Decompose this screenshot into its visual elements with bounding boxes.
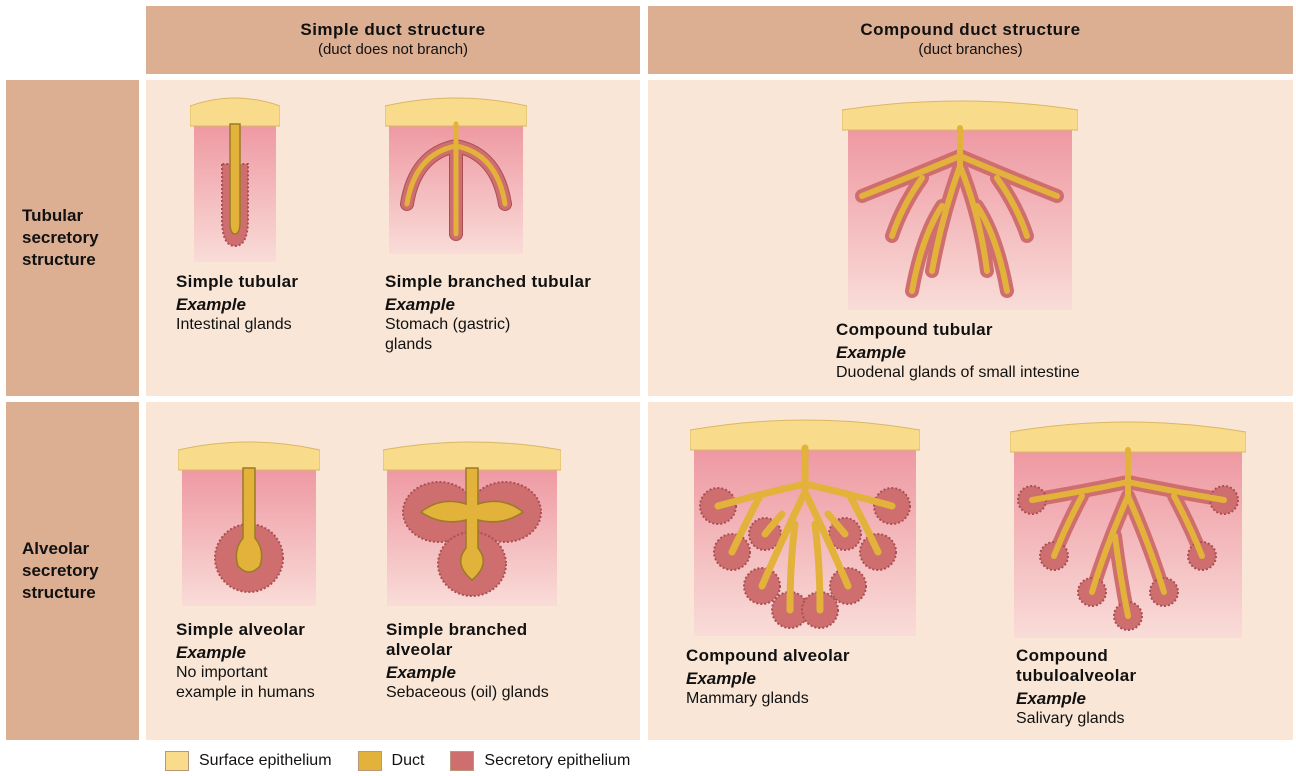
gland-name: Simple alveolar bbox=[176, 620, 376, 640]
legend-item-surface-epithelium: Surface epithelium bbox=[165, 751, 332, 771]
row-header-alveolar: Alveolar secretory structure bbox=[6, 402, 139, 740]
legend-item-duct: Duct bbox=[358, 751, 425, 771]
compound-tubular-label: Compound tubular Example Duodenal glands… bbox=[836, 320, 1236, 383]
example-heading: Example bbox=[176, 295, 376, 315]
gland-example: Stomach (gastric) glands bbox=[385, 315, 535, 355]
example-heading: Example bbox=[1016, 689, 1206, 709]
gland-example: No important example in humans bbox=[176, 663, 316, 703]
simple-tubular-label: Simple tubular Example Intestinal glands bbox=[176, 272, 376, 335]
compound-tubuloalveolar-diagram bbox=[1010, 416, 1246, 638]
gland-name: Compound alveolar bbox=[686, 646, 946, 666]
legend-swatch bbox=[358, 751, 382, 771]
row-label: Alveolar secretory structure bbox=[22, 538, 132, 604]
compound-tubular-diagram bbox=[842, 96, 1078, 310]
column-subtitle: (duct branches) bbox=[648, 40, 1293, 60]
example-heading: Example bbox=[836, 343, 1236, 363]
surface-epithelium bbox=[190, 98, 280, 126]
gland-name: Simple branched alveolar bbox=[386, 620, 596, 660]
simple-alveolar-diagram bbox=[178, 438, 320, 606]
compound-alveolar-label: Compound alveolar Example Mammary glands bbox=[686, 646, 946, 709]
legend-swatch bbox=[165, 751, 189, 771]
gland-example: Intestinal glands bbox=[176, 315, 376, 335]
simple-tubular-diagram bbox=[190, 94, 280, 262]
gland-name: Simple branched tubular bbox=[385, 272, 595, 292]
surface-epithelium bbox=[178, 442, 320, 470]
gland-example: Sebaceous (oil) glands bbox=[386, 683, 636, 703]
surface-epithelium bbox=[383, 442, 561, 470]
gland-name: Compound tubular bbox=[836, 320, 1236, 340]
row-label: Tubular secretory structure bbox=[22, 205, 132, 271]
row-header-tubular: Tubular secretory structure bbox=[6, 80, 139, 396]
example-heading: Example bbox=[176, 643, 376, 663]
column-title: Compound duct structure bbox=[648, 20, 1293, 40]
column-title: Simple duct structure bbox=[146, 20, 640, 40]
gland-example: Duodenal glands of small intestine bbox=[836, 363, 1236, 383]
simple-branched-tubular-diagram bbox=[385, 94, 527, 254]
simple-branched-alveolar-label: Simple branched alveolar Example Sebaceo… bbox=[386, 620, 636, 703]
column-subtitle: (duct does not branch) bbox=[146, 40, 640, 60]
legend-label: Surface epithelium bbox=[199, 752, 332, 770]
column-header-simple: Simple duct structure (duct does not bra… bbox=[146, 6, 640, 74]
legend-label: Secretory epithelium bbox=[484, 752, 630, 770]
example-heading: Example bbox=[686, 669, 946, 689]
gland-example: Salivary glands bbox=[1016, 709, 1206, 729]
legend-label: Duct bbox=[392, 752, 425, 770]
example-heading: Example bbox=[385, 295, 595, 315]
gland-name: Simple tubular bbox=[176, 272, 376, 292]
simple-branched-alveolar-diagram bbox=[383, 438, 561, 606]
simple-alveolar-label: Simple alveolar Example No important exa… bbox=[176, 620, 376, 703]
column-header-compound: Compound duct structure (duct branches) bbox=[648, 6, 1293, 74]
compound-tubuloalveolar-label: Compound tubuloalveolar Example Salivary… bbox=[1016, 646, 1206, 729]
example-heading: Example bbox=[386, 663, 636, 683]
gland-name: Compound tubuloalveolar bbox=[1016, 646, 1166, 686]
duct bbox=[230, 124, 240, 234]
compound-alveolar-diagram bbox=[690, 414, 920, 636]
gland-example: Mammary glands bbox=[686, 689, 946, 709]
legend: Surface epithelium Duct Secretory epithe… bbox=[165, 748, 656, 774]
legend-swatch bbox=[450, 751, 474, 771]
simple-branched-tubular-label: Simple branched tubular Example Stomach … bbox=[385, 272, 595, 355]
legend-item-secretory-epithelium: Secretory epithelium bbox=[450, 751, 630, 771]
